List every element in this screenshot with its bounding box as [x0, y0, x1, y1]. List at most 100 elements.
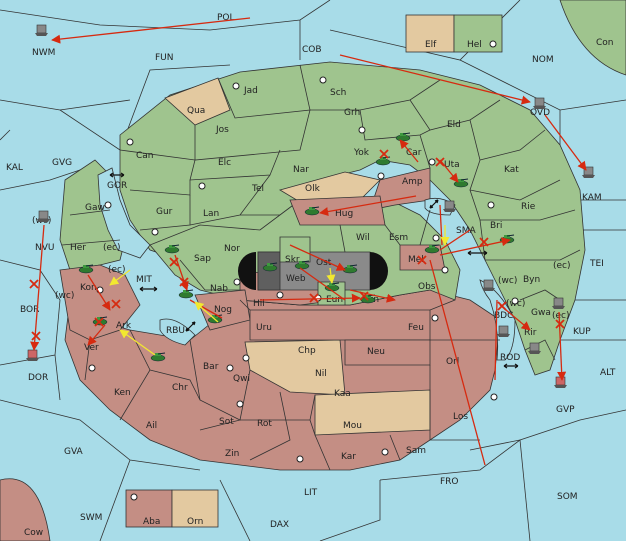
land-label-qwi: Qwi — [233, 374, 250, 384]
sea-label-sma: SMA — [456, 226, 476, 236]
sea-label-nvu: NVU — [35, 243, 54, 253]
land-label-web: Web — [286, 274, 306, 284]
land-label-bri: Bri — [490, 221, 502, 231]
sea-label-gvp: GVP — [556, 405, 575, 415]
sea-label-gva: GVA — [64, 447, 84, 457]
sea-label-gor: GOR — [107, 181, 127, 191]
land-label-byn: Byn — [523, 275, 540, 285]
sea-label-tei: TEI — [589, 259, 604, 269]
land-label-elc: Elc — [218, 158, 231, 168]
two-way-indicators — [109, 172, 519, 369]
legend-top-left: Elf — [425, 40, 437, 50]
land-label-wil: Wil — [356, 233, 370, 243]
land-label-tel: Tel — [251, 184, 264, 194]
orders — [30, 17, 587, 466]
land-label-lan: Lan — [203, 209, 219, 219]
land-label-uru: Uru — [256, 323, 272, 333]
land-label-chr: Chr — [172, 383, 188, 393]
land-label-car: Car — [406, 148, 422, 158]
land-label-gur: Gur — [156, 207, 173, 217]
sea-label-pol: POL — [217, 13, 235, 23]
land-label-obs: Obs — [418, 282, 436, 292]
sea-label-ec4: (ec) — [108, 265, 126, 275]
sea-label-bor: BOR — [20, 305, 39, 315]
land-label-gaw: Gaw — [85, 203, 105, 213]
land-label-feu: Feu — [408, 323, 424, 333]
sea-label-swm: SWM — [80, 513, 102, 523]
sea-label-cow: Cow — [24, 528, 43, 538]
land-label-kat: Kat — [504, 165, 519, 175]
land-label-esm: Esm — [389, 233, 408, 243]
land-label-amp: Amp — [402, 177, 423, 187]
sea-labels: POL NWM FUN COB NOM Con OVD KAL GVG KAM … — [6, 13, 616, 538]
land-label-ver: Ver — [84, 343, 99, 353]
land-label-uta: Uta — [444, 160, 460, 170]
land-label-eld: Eld — [447, 120, 461, 130]
land-label-rie: Rie — [521, 202, 536, 212]
land-labels: Jad Sch Qua Jos Grh Eld Can Yok Car Elc … — [70, 86, 551, 462]
sea-label-kam: KAM — [582, 193, 602, 203]
sea-label-kal: KAL — [6, 163, 23, 173]
land-label-nog: Nog — [214, 305, 232, 315]
land-label-rir: Rir — [524, 328, 537, 338]
land-label-gwa: Gwa — [531, 308, 551, 318]
sea-label-bdc: BDC — [494, 311, 513, 321]
sea-label-som: SOM — [557, 492, 578, 502]
land-label-ark: Ark — [116, 321, 132, 331]
legend-bottom-right: Orn — [187, 517, 203, 527]
sea-label-lit: LIT — [304, 488, 318, 498]
land-label-chp: Chp — [298, 346, 316, 356]
land-label-nil: Nil — [315, 369, 327, 379]
legend-top-right: Hel — [467, 40, 482, 50]
sea-label-mit: MIT — [136, 275, 152, 285]
land-label-skr: Skr — [285, 255, 300, 265]
land-label-nor: Nor — [224, 244, 240, 254]
land-label-zin: Zin — [225, 449, 239, 459]
sea-label-nom: NOM — [532, 55, 554, 65]
land-label-hil: Hil — [253, 299, 265, 309]
land-label-rot: Rot — [257, 419, 272, 429]
sea-label-cob: COB — [302, 45, 322, 55]
failed-orders — [29, 149, 565, 341]
sea-label-gvg: GVG — [52, 158, 72, 168]
land-label-olk: Olk — [305, 184, 321, 194]
land-label-ost: Ost — [316, 258, 332, 268]
land-label-sch: Sch — [330, 88, 346, 98]
land-label-jos: Jos — [215, 125, 229, 135]
land-label-mou: Mou — [343, 421, 362, 431]
land-label-sap: Sap — [194, 254, 211, 264]
land-label-grh: Grh — [344, 108, 360, 118]
sea-label-ovd: OVD — [530, 108, 550, 118]
sea-label-con: Con — [596, 38, 614, 48]
sea-label-rbu: RBU — [166, 326, 185, 336]
land-label-neu: Neu — [367, 347, 385, 357]
legend-bottom: Aba Orn — [125, 489, 219, 528]
sea-label-wc2: (wc) — [55, 291, 74, 301]
land-label-kar: Kar — [341, 452, 356, 462]
sea-label-alt: ALT — [600, 368, 616, 378]
land-label-sam: Sam — [406, 446, 426, 456]
sea-label-kup: KUP — [573, 327, 591, 337]
land-label-nar: Nar — [293, 165, 309, 175]
land-label-hug: Hug — [335, 209, 353, 219]
land-label-sot: Sot — [219, 417, 234, 427]
land-label-yok: Yok — [353, 148, 370, 158]
land-label-can: Can — [136, 151, 154, 161]
land-label-eun: Eun — [326, 295, 343, 305]
land-label-ken: Ken — [114, 388, 131, 398]
land-label-nab: Nab — [210, 284, 228, 294]
land-label-ail: Ail — [146, 421, 157, 431]
sea-label-fro: FRO — [440, 477, 459, 487]
legend-top: Elf Hel — [405, 14, 503, 53]
sea-label-wc3: (wc) — [498, 276, 517, 286]
sea-label-dax: DAX — [270, 520, 289, 530]
land-label-kon: Kon — [80, 283, 97, 293]
sea-label-nwm: NWM — [32, 48, 55, 58]
sea-label-dor: DOR — [28, 373, 48, 383]
sea-label-ec2: (ec) — [553, 261, 571, 271]
sea-label-ec3: (ec) — [552, 311, 570, 321]
land-label-kaa: Kaa — [334, 389, 351, 399]
sea-label-fun: FUN — [155, 53, 174, 63]
land-label-orl: Orl — [446, 357, 459, 367]
